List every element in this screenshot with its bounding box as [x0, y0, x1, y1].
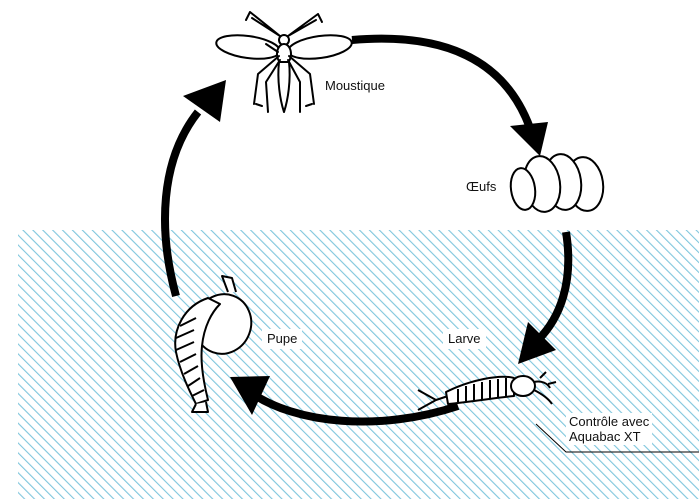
stage-label-mosquito: Moustique: [325, 78, 385, 94]
control-note-line1: Contrôle avec: [569, 414, 649, 429]
arrow-head-eggs: [510, 122, 548, 156]
eggs-icon: [508, 152, 606, 214]
stage-label-larva: Larve: [443, 329, 486, 349]
stage-label-eggs: Œufs: [461, 177, 501, 197]
stage-label-pupa: Pupe: [262, 329, 302, 349]
control-note-line2: Aquabac XT: [569, 429, 649, 444]
control-note: Contrôle avec Aquabac XT: [566, 413, 652, 445]
arrow-head-mosquito: [183, 80, 226, 122]
mosquito-icon: [215, 12, 353, 112]
water-area: [18, 230, 699, 499]
